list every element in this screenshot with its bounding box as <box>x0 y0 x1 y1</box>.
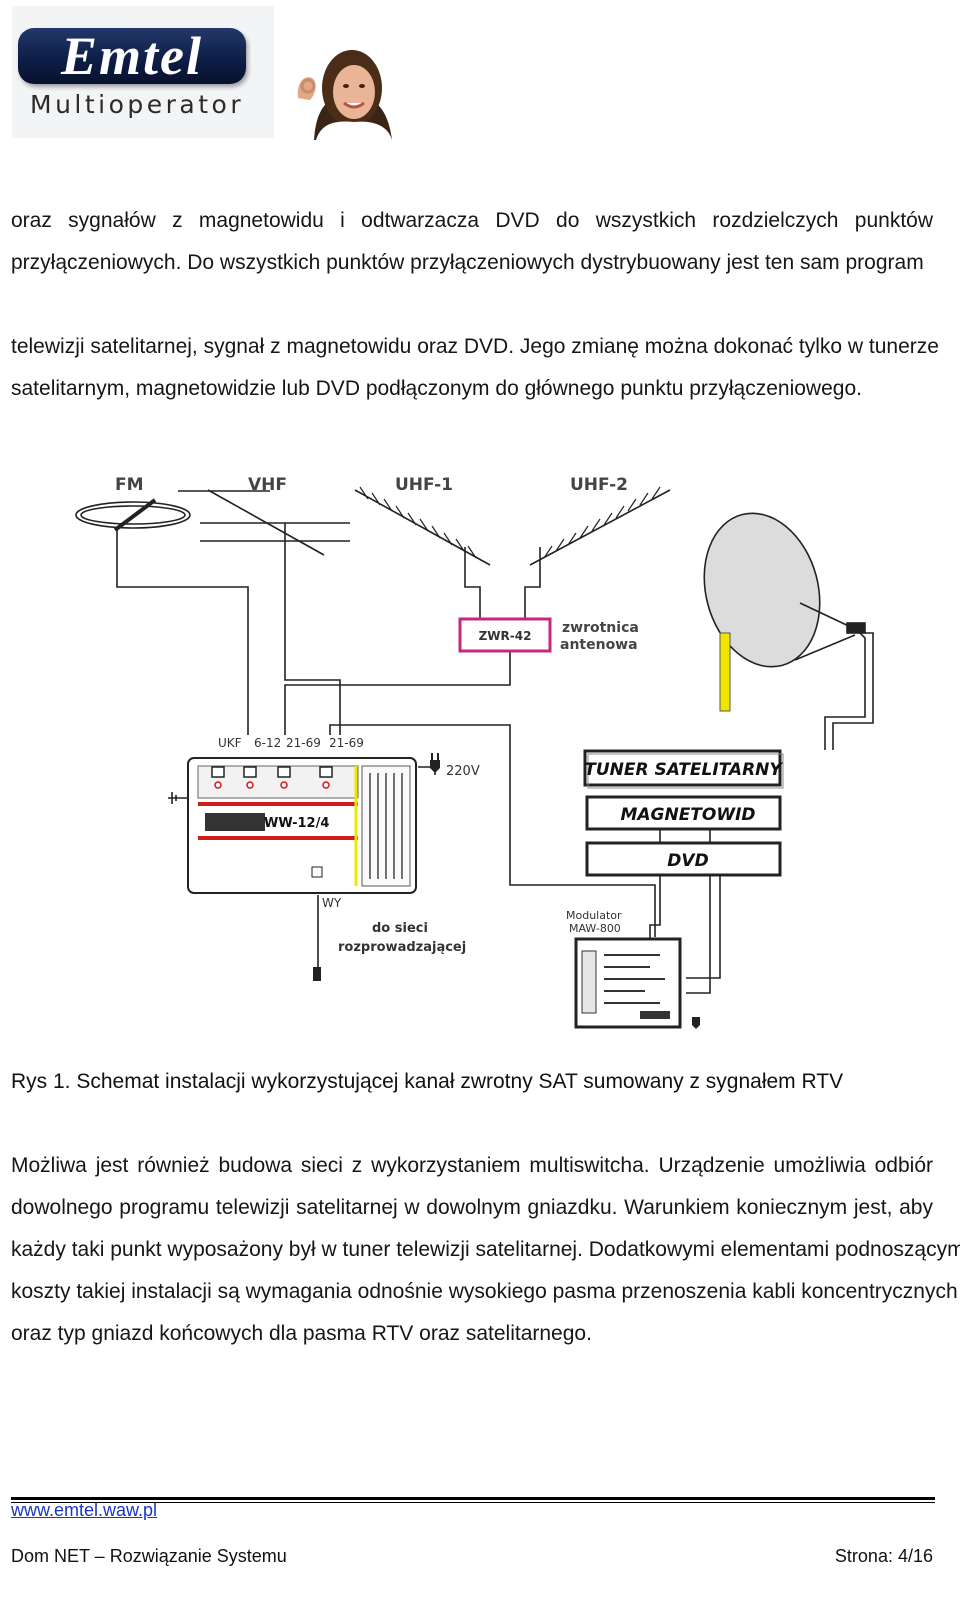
label-uhf1: UHF-1 <box>395 475 453 495</box>
company-logo: Emtel Multioperator <box>8 0 428 142</box>
amplifier-label: WW-12/4 <box>264 816 329 831</box>
fm-antenna <box>75 501 191 529</box>
footer-divider <box>11 1497 935 1500</box>
body-text-line: Możliwa jest również budowa sieci z wyko… <box>11 1154 933 1177</box>
label-uhf2: UHF-2 <box>570 475 628 495</box>
amp-input-label: UKF <box>218 736 242 750</box>
lnb-arm <box>719 632 731 712</box>
network-plug <box>313 967 321 981</box>
amp-input-label: 6-12 <box>254 736 281 750</box>
power-plug-icon <box>430 753 440 773</box>
amplifier-ww12-4 <box>187 757 417 894</box>
body-text-line: telewizji satelitarnej, sygnał z magneto… <box>11 335 939 358</box>
lnb-converter <box>846 622 866 634</box>
combiner-description: zwrotnica <box>562 620 639 636</box>
modulator-maw800 <box>574 937 682 1029</box>
network-label: rozprowadzającej <box>338 940 466 955</box>
body-text-line: oraz sygnałów z magnetowidu i odtwarzacz… <box>11 209 933 232</box>
installation-diagram: FM VHF UHF-1 UHF-2 ZWR-42 zwrotnica ante… <box>75 475 874 1029</box>
device-label: MAGNETOWID <box>620 805 755 825</box>
amplifier-stripe <box>198 802 358 806</box>
logo-subtitle: Multioperator <box>30 90 245 119</box>
device-label: TUNER SATELITARNY <box>584 760 783 780</box>
footer-document-title: Dom NET – Rozwiązanie Systemu <box>11 1546 287 1566</box>
power-label: 220V <box>446 764 480 779</box>
uhf-yagi-elements <box>359 486 661 559</box>
device-dvd <box>585 841 782 877</box>
amplifier-stripe <box>198 836 358 840</box>
figure-caption: Rys 1. Schemat instalacji wykorzystujące… <box>11 1070 844 1093</box>
combiner-box <box>458 617 552 653</box>
combiner-label: ZWR-42 <box>479 629 532 643</box>
footer-divider <box>11 1502 935 1503</box>
logo-badge <box>18 28 246 84</box>
logo-person-illustration <box>297 50 392 140</box>
fm-antenna-inner <box>80 505 186 525</box>
label-vhf: VHF <box>248 475 287 495</box>
body-text-line: przyłączeniowych. Do wszystkich punktów … <box>11 251 924 274</box>
amp-input-label: 21-69 <box>286 736 321 750</box>
body-text-line: dowolnego programu telewizji satelitarne… <box>11 1196 933 1219</box>
body-text-line: satelitarnym, magnetowidzie lub DVD podł… <box>11 377 862 400</box>
modulator-label: Modulator <box>566 909 622 922</box>
amp-input-label: 21-69 <box>329 736 364 750</box>
footer-page-number: Strona: 4/16 <box>834 1546 933 1566</box>
modulator-power-plug <box>692 1017 700 1029</box>
uhf2-antenna <box>529 489 671 566</box>
output-label: WY <box>322 896 342 910</box>
network-label: do sieci <box>372 921 428 936</box>
body-text-line: każdy taki punkt wyposażony był w tuner … <box>11 1238 960 1261</box>
body-text-line: koszty takiej instalacji są wymagania od… <box>11 1280 958 1303</box>
body-text-line: oraz typ gniazd końcowych dla pasma RTV … <box>11 1322 592 1345</box>
satellite-dish <box>703 512 821 668</box>
device-vcr <box>585 795 782 831</box>
logo-brand-text: Emtel <box>61 26 203 86</box>
modulator-label: MAW-800 <box>569 922 621 935</box>
combiner-description: antenowa <box>560 637 638 653</box>
uhf1-antenna <box>354 489 491 566</box>
footer-website-link[interactable]: www.emtel.waw.pl <box>11 1500 158 1520</box>
label-fm: FM <box>115 475 144 495</box>
device-tuner <box>583 749 784 789</box>
device-label: DVD <box>667 851 708 871</box>
